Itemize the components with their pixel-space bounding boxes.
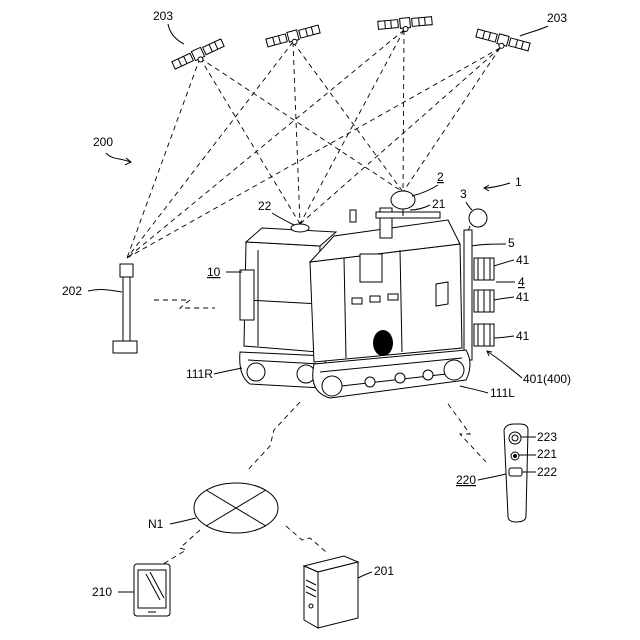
remote-controller: [504, 424, 528, 522]
label-server: 201: [374, 564, 394, 578]
label-item-10: 10: [207, 265, 221, 279]
satellite-icon: [266, 24, 322, 51]
label-system: 200: [93, 135, 113, 149]
label-item-5: 5: [508, 236, 515, 250]
leader-line: [272, 213, 294, 225]
leader-line: [494, 336, 514, 338]
label-item-401: 401(400): [523, 372, 571, 386]
label-item-21: 21: [432, 197, 446, 211]
tablet-icon: [134, 564, 170, 616]
label-item-223: 223: [537, 430, 557, 444]
satellite-icon: [475, 28, 531, 55]
wireless-signal: [246, 402, 486, 472]
leader-line: [488, 352, 522, 378]
leader-line: [494, 260, 514, 266]
leader-line: [460, 386, 488, 393]
label-item-2: 2: [437, 170, 444, 184]
leader-line: [170, 518, 196, 524]
label-sat-right: 203: [547, 11, 567, 25]
label-item-221: 221: [537, 447, 557, 461]
label-robot: 1: [515, 175, 522, 189]
label-tablet: 210: [92, 585, 112, 599]
leader-line: [466, 202, 472, 210]
leader-line: [520, 26, 548, 36]
leader-line: [214, 368, 242, 374]
label-sat-left: 203: [153, 9, 173, 23]
label-item-22: 22: [258, 199, 272, 213]
label-track-r: 111R: [186, 367, 213, 381]
label-item-3: 3: [460, 187, 467, 201]
label-remote: 220: [456, 473, 476, 487]
robot-vehicle: [240, 191, 494, 398]
base-station: [113, 264, 137, 353]
leader-line: [412, 185, 438, 196]
label-item-222: 222: [537, 465, 557, 479]
leader-line: [88, 289, 122, 292]
leader-line: [478, 474, 506, 480]
leader-line: [472, 244, 506, 246]
label-station: 202: [62, 284, 82, 298]
satellite-icon: [378, 16, 433, 34]
label-item-41a: 41: [516, 253, 530, 267]
server-icon: [304, 556, 358, 628]
leader-line: [106, 153, 130, 162]
leader-line: [410, 205, 430, 210]
leader-line: [494, 297, 514, 300]
satellite-icon: [171, 38, 226, 73]
label-item-41c: 41: [516, 329, 530, 343]
label-track-l: 111L: [490, 386, 515, 400]
label-item-4: 4: [518, 275, 525, 289]
network-icon: [194, 483, 278, 533]
label-item-41b: 41: [516, 290, 530, 304]
leader-line: [358, 572, 372, 578]
wireless-signal: [154, 300, 215, 308]
label-network: N1: [148, 517, 164, 531]
leader-line: [168, 24, 184, 44]
